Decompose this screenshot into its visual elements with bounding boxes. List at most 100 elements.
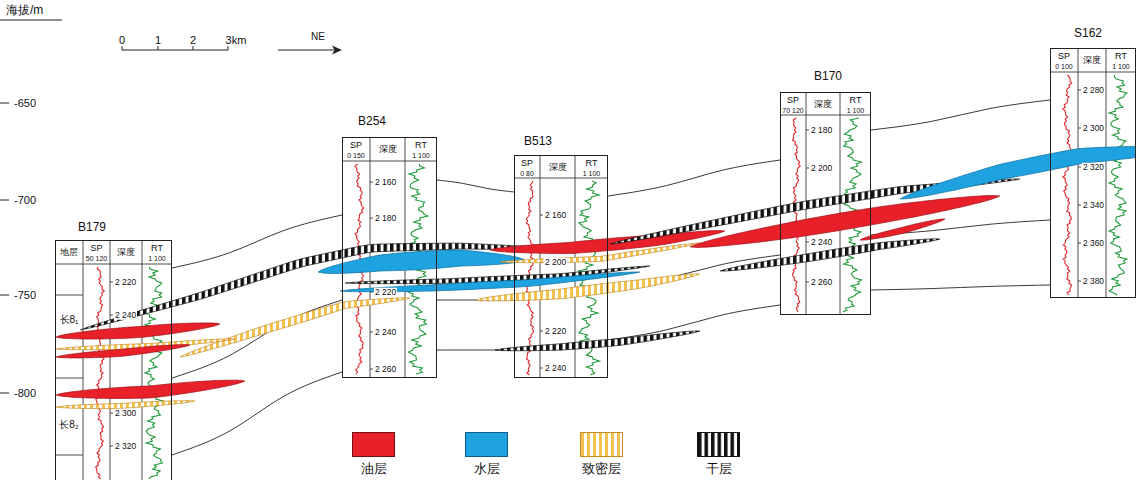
depth-tick	[370, 332, 373, 333]
depth-tick	[806, 130, 809, 131]
curve-scale: 1 100	[847, 106, 865, 113]
scale-tick	[228, 46, 229, 50]
depth-tick	[806, 242, 809, 243]
water-layer	[318, 250, 525, 273]
column-header: 深度	[117, 248, 135, 257]
column-header: 深度	[379, 145, 397, 154]
well-name: B179	[78, 221, 106, 233]
well-name: B513	[524, 135, 552, 147]
scale-value: 0	[119, 35, 125, 46]
depth-tick	[540, 331, 543, 332]
tight-layer	[500, 243, 700, 263]
depth-tick	[370, 369, 373, 370]
curve-scale: 1 100	[412, 151, 430, 158]
column-rule	[1106, 48, 1107, 298]
axis-tick	[0, 295, 9, 296]
formation-label: 长8₂	[58, 420, 79, 430]
rt-curve	[145, 267, 163, 479]
sp-curve	[1063, 75, 1072, 295]
header-rule	[780, 115, 871, 116]
depth-tick	[1078, 243, 1081, 244]
depth-label: 2 240	[374, 328, 397, 337]
scale-tick	[193, 46, 194, 50]
depth-label: 2 300	[1082, 124, 1105, 132]
oil-layer	[860, 219, 945, 240]
formation-label: 长8₁	[59, 315, 80, 325]
depth-label: 2 240	[114, 311, 137, 320]
arrow-shaft	[278, 49, 334, 50]
curve-scale: 1 100	[148, 254, 166, 261]
depth-tick	[110, 446, 113, 447]
depth-tick	[1078, 128, 1081, 129]
correlation-line	[608, 305, 780, 340]
depth-tick	[1078, 281, 1081, 282]
scale-value: 3km	[226, 35, 247, 46]
legend-swatch	[697, 432, 740, 457]
formation-rule	[55, 378, 83, 379]
correlation-line	[871, 100, 1050, 130]
oil-layer	[56, 323, 220, 339]
elevation-value: -700	[14, 195, 36, 206]
legend-pattern	[698, 433, 739, 456]
depth-tick	[1078, 205, 1081, 206]
well-log-panel: B170SP70 120深度RT1 1002 1802 2002 2402 26…	[780, 92, 871, 315]
axis-title-rule	[0, 20, 62, 21]
column-header: SP	[1058, 51, 1070, 60]
depth-tick	[110, 315, 113, 316]
scale-bar	[122, 46, 228, 50]
column-header: RT	[1115, 51, 1127, 60]
depth-label: 2 320	[1082, 163, 1105, 171]
depth-label: 2 200	[544, 258, 567, 267]
correlation-line	[608, 160, 780, 196]
column-header: 深度	[1083, 56, 1101, 65]
curve-scale: 70 120	[782, 106, 803, 113]
curve-scale: 0 80	[520, 169, 534, 176]
column-header: RT	[850, 95, 862, 104]
legend-label: 水层	[474, 462, 500, 475]
column-rule	[1078, 48, 1079, 298]
legend-swatch	[352, 432, 395, 457]
well-log-panel: B254SP0 150深度RT1 1002 1602 1802 2202 240…	[342, 137, 437, 378]
header-rule	[514, 178, 608, 179]
legend-pattern-fill	[698, 433, 739, 456]
axis-tick	[0, 393, 9, 394]
depth-label: 2 160	[374, 178, 397, 187]
direction-arrow	[278, 46, 342, 55]
correlation-lines	[172, 100, 1050, 455]
scale-value: 1	[155, 35, 161, 46]
depth-tick	[110, 282, 113, 283]
depth-tick	[370, 218, 373, 219]
column-rule	[110, 240, 111, 480]
depth-label: 2 240	[810, 238, 833, 247]
water-layer	[900, 146, 1136, 199]
depth-label: 2 320	[114, 442, 137, 451]
depth-label: 2 280	[1082, 86, 1105, 94]
legend-pattern	[581, 433, 622, 456]
tight-layer	[56, 401, 195, 409]
well-log-panel: B179地层SP50 120深度RT1 1002 2202 2402 3002 …	[55, 240, 172, 480]
depth-tick	[540, 215, 543, 216]
column-header: 地层	[60, 248, 78, 257]
sand-bodies	[56, 146, 1136, 408]
depth-label: 2 160	[544, 211, 567, 220]
sp-curve	[96, 267, 105, 479]
axis-tick	[0, 103, 9, 104]
depth-label: 2 220	[374, 288, 397, 297]
correlation-line	[871, 285, 1050, 290]
oil-layer	[690, 195, 999, 247]
column-header: 深度	[814, 99, 832, 108]
depth-tick	[110, 413, 113, 414]
elevation-value: -650	[14, 98, 36, 109]
legend-label: 致密层	[582, 462, 621, 475]
depth-label: 2 380	[1082, 277, 1105, 285]
legend-swatch	[580, 432, 623, 457]
elevation-value: -800	[14, 388, 36, 399]
depth-label: 2 360	[1082, 239, 1105, 247]
depth-label: 2 300	[114, 409, 137, 418]
header-rule	[1050, 72, 1136, 73]
dry-layer	[495, 331, 700, 351]
rt-curve	[1109, 75, 1127, 295]
column-header: RT	[586, 158, 598, 167]
column-rule	[142, 240, 143, 480]
